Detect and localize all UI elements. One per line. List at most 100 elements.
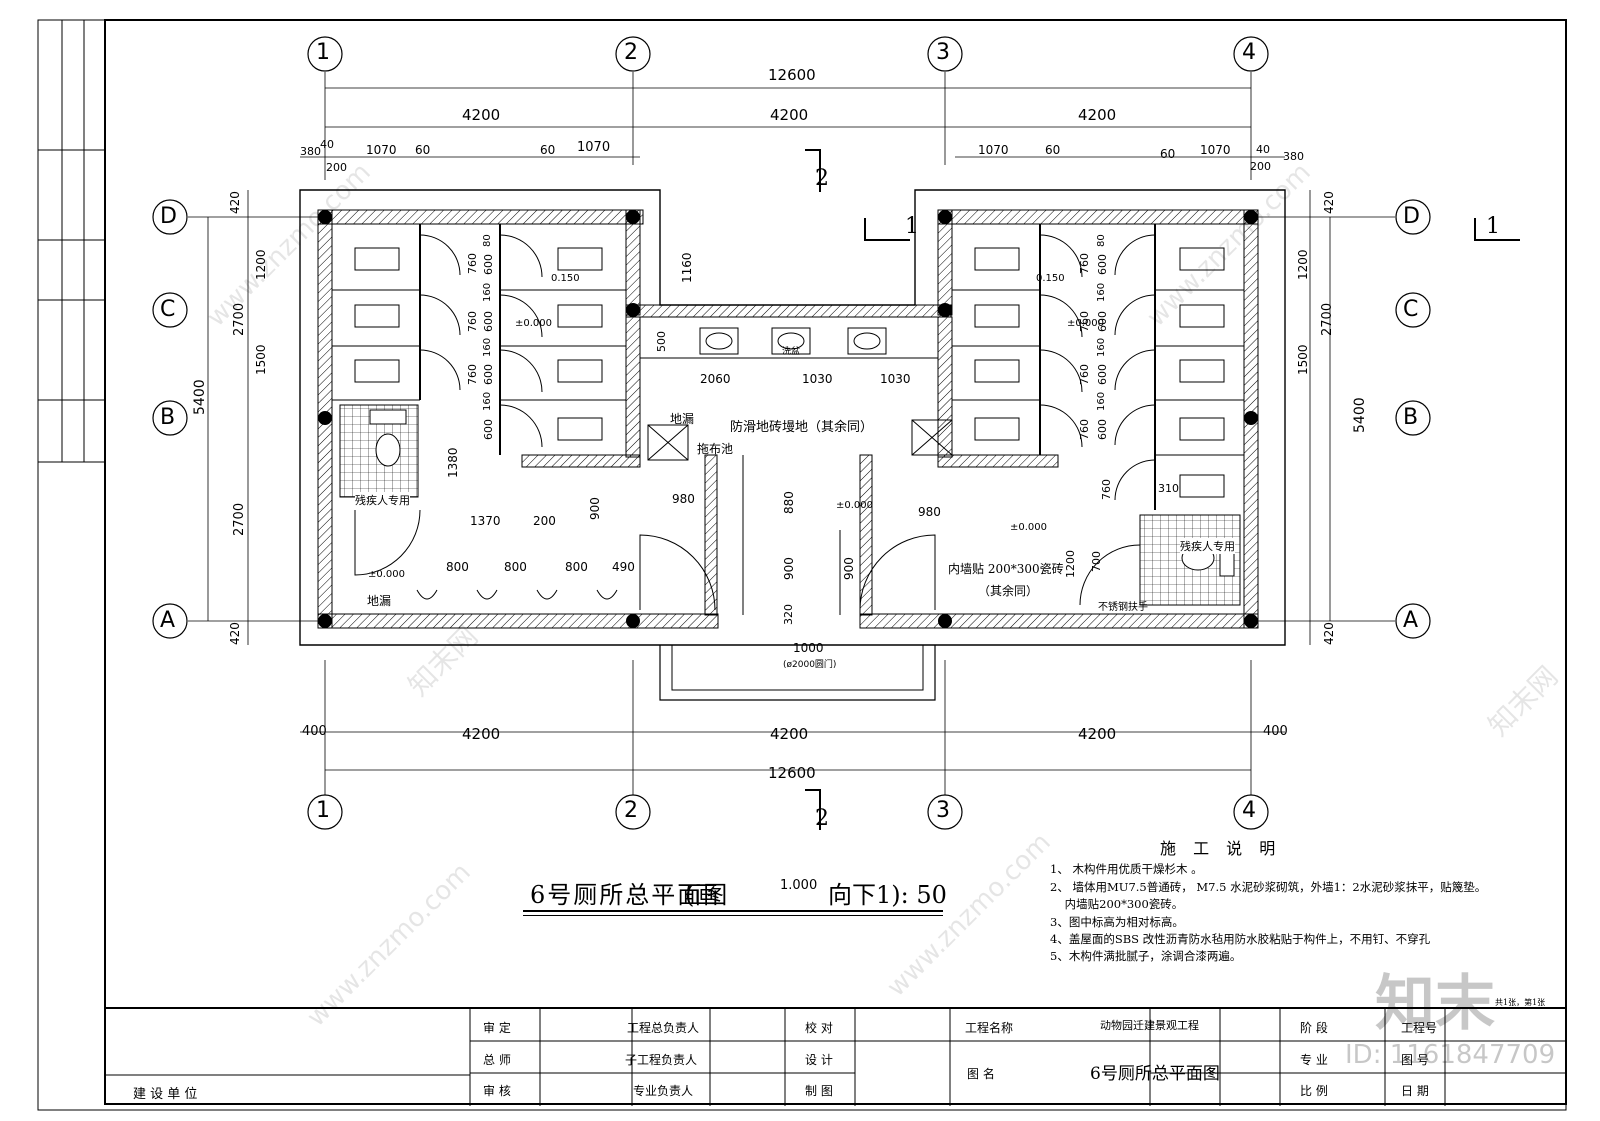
stalls-right — [952, 224, 1244, 510]
title-block: 建 设 单 位 审 定 总 师 审 核 工程总负责人 子工程负责人 专业负责人 … — [105, 998, 1566, 1106]
dim-right-1070b: 1070 — [1200, 143, 1231, 157]
dim-right-200: 200 — [1250, 160, 1271, 173]
floor-drain-label-2: 地漏 — [367, 594, 392, 608]
dim-880: 880 — [782, 491, 796, 514]
dim-row-2700-left-bot: 2700 — [232, 502, 247, 536]
dim-urinal-490: 490 — [612, 560, 635, 574]
dim-row-5400-right: 5400 — [1352, 397, 1368, 433]
tb-client: 建 设 单 位 — [133, 1087, 198, 1102]
dim-320: 320 — [782, 604, 795, 625]
dim-200-mid: 200 — [533, 514, 556, 528]
note-5: 5、木构件满批腻子，涂调合漆两遍。 — [1050, 949, 1242, 964]
elev-0-left: ±0.000 — [368, 569, 406, 580]
elev-0-right: ±0.000 — [1010, 522, 1048, 533]
dim-stall-600-r4: 600 — [1096, 419, 1109, 440]
dim-stall-760-r5: 760 — [1100, 479, 1113, 500]
walls — [317, 209, 1259, 629]
dim-stall-80-l: 80 — [482, 234, 493, 247]
tb-sub-chief: 子工程负责人 — [625, 1053, 698, 1067]
axis-col-1-top: 1 — [316, 40, 330, 65]
dim-left-380: 380 — [300, 145, 321, 158]
disabled-label-right: 残疾人专用 — [1180, 538, 1235, 554]
note-3: 3、图中标高为相对标高。 — [1050, 914, 1184, 929]
dim-row-1500-left: 1500 — [254, 344, 268, 375]
dim-row-1200-left: 1200 — [254, 249, 268, 280]
dim-stall-760-r3: 760 — [1078, 364, 1091, 385]
dim-row-5400-left: 5400 — [192, 379, 208, 415]
dimension-lines — [188, 72, 1395, 795]
axis-row-c-right: C — [1403, 297, 1419, 322]
tb-stage: 阶 段 — [1300, 1021, 1328, 1035]
dim-stall-600-l1: 600 — [482, 254, 495, 275]
tb-scale: 比 例 — [1300, 1084, 1328, 1098]
tb-approve: 审 定 — [483, 1021, 511, 1035]
sheet-frame — [37, 19, 1567, 1111]
title-block-grid — [105, 1009, 1566, 1106]
tb-spec-chief: 专业负责人 — [633, 1084, 694, 1098]
dim-500: 500 — [655, 331, 668, 352]
dim-total-top: 12600 — [768, 66, 816, 84]
axis-col-3-bottom: 3 — [936, 798, 950, 823]
dim-1030-b: 1030 — [880, 372, 911, 386]
axis-col-4-bottom: 4 — [1242, 798, 1256, 823]
dim-980-left: 980 — [672, 492, 695, 506]
dim-left-60a: 60 — [415, 143, 431, 157]
dim-stall-600-r1: 600 — [1096, 254, 1109, 275]
dim-row-420-right-top: 420 — [1322, 191, 1336, 214]
tb-draw: 制 图 — [805, 1084, 833, 1098]
dim-900-b: 900 — [782, 557, 796, 580]
elev-0-stall-left: ±0.000 — [515, 318, 553, 329]
drawing-title-scale-prefix: (画 — [685, 881, 719, 909]
floor-finish-label: 防滑地砖墁地（其余同） — [730, 420, 874, 435]
mop-pool-label: 拖布池 — [697, 442, 734, 456]
dim-900-a: 900 — [588, 497, 602, 520]
axis-col-2-top: 2 — [624, 40, 638, 65]
drawing-title: 6号厕所总平面图 — [530, 881, 730, 909]
disabled-label-left: 残疾人专用 — [355, 492, 410, 508]
dim-1200-inner: 1200 — [1064, 550, 1077, 578]
dim-right-60a: 60 — [1045, 143, 1061, 157]
dim-stall-760-l1: 760 — [466, 253, 479, 274]
dim-row-1200-right: 1200 — [1296, 249, 1310, 280]
notes-heading: 施 工 说 明 — [1160, 839, 1282, 858]
dim-1160: 1160 — [680, 252, 694, 283]
wash-basin-label: 洗盆 — [782, 347, 801, 357]
dim-bay-1-top: 4200 — [462, 106, 501, 124]
dim-urinal-800-a: 800 — [446, 560, 469, 574]
tb-project-name: 动物园迁建景观工程 — [1100, 1019, 1199, 1032]
dim-1370: 1370 — [470, 514, 501, 528]
tb-design: 设 计 — [805, 1053, 833, 1067]
dim-left-40: 40 — [320, 138, 334, 151]
dim-row-2700-left-top: 2700 — [232, 302, 247, 336]
dim-row-2700-right: 2700 — [1320, 302, 1335, 336]
axis-row-d-right: D — [1403, 204, 1420, 229]
drawing-title-scale-value: 1.000 — [780, 878, 818, 893]
elev-0-center: ±0.000 — [836, 500, 874, 511]
dim-stall-600-l4: 600 — [482, 419, 495, 440]
tb-date: 日 期 — [1401, 1084, 1429, 1098]
tb-proj-chief: 工程总负责人 — [627, 1021, 700, 1035]
dim-left-60b: 60 — [540, 143, 556, 157]
dim-stall-160-r1: 160 — [1096, 282, 1107, 302]
dim-stall-160-r3: 160 — [1096, 391, 1107, 411]
note-4: 4、盖屋面的SBS 改性沥青防水毡用防水胶粘贴于构件上，不用钉、不穿孔 — [1050, 932, 1431, 947]
dim-stall-760-r1: 760 — [1078, 253, 1091, 274]
dim-stall-600-l3: 600 — [482, 364, 495, 385]
note-2: 2、 墙体用MU7.5普通砖， M7.5 水泥砂浆砌筑，外墙1：2水泥砂浆抹平，… — [1050, 879, 1487, 894]
dim-bottom-400-left: 400 — [302, 724, 327, 739]
dim-urinal-800-c: 800 — [565, 560, 588, 574]
dim-bay-1-bottom: 4200 — [462, 725, 501, 743]
tb-sheet: 共1张，第1张 — [1495, 998, 1546, 1007]
axis-row-b-left: B — [160, 405, 176, 430]
axis-col-2-bottom: 2 — [624, 798, 638, 823]
building-outline — [299, 189, 1286, 701]
dim-urinal-800-b: 800 — [504, 560, 527, 574]
axis-col-3-top: 3 — [936, 40, 950, 65]
dim-right-60b: 60 — [1160, 147, 1176, 161]
title-underline-2 — [523, 915, 943, 916]
title-underline — [523, 910, 943, 912]
tb-drawing-name-label: 图 名 — [967, 1067, 995, 1081]
handrail-label: 不锈钢扶手 — [1098, 602, 1148, 613]
tb-code: 工程号 — [1401, 1021, 1438, 1035]
